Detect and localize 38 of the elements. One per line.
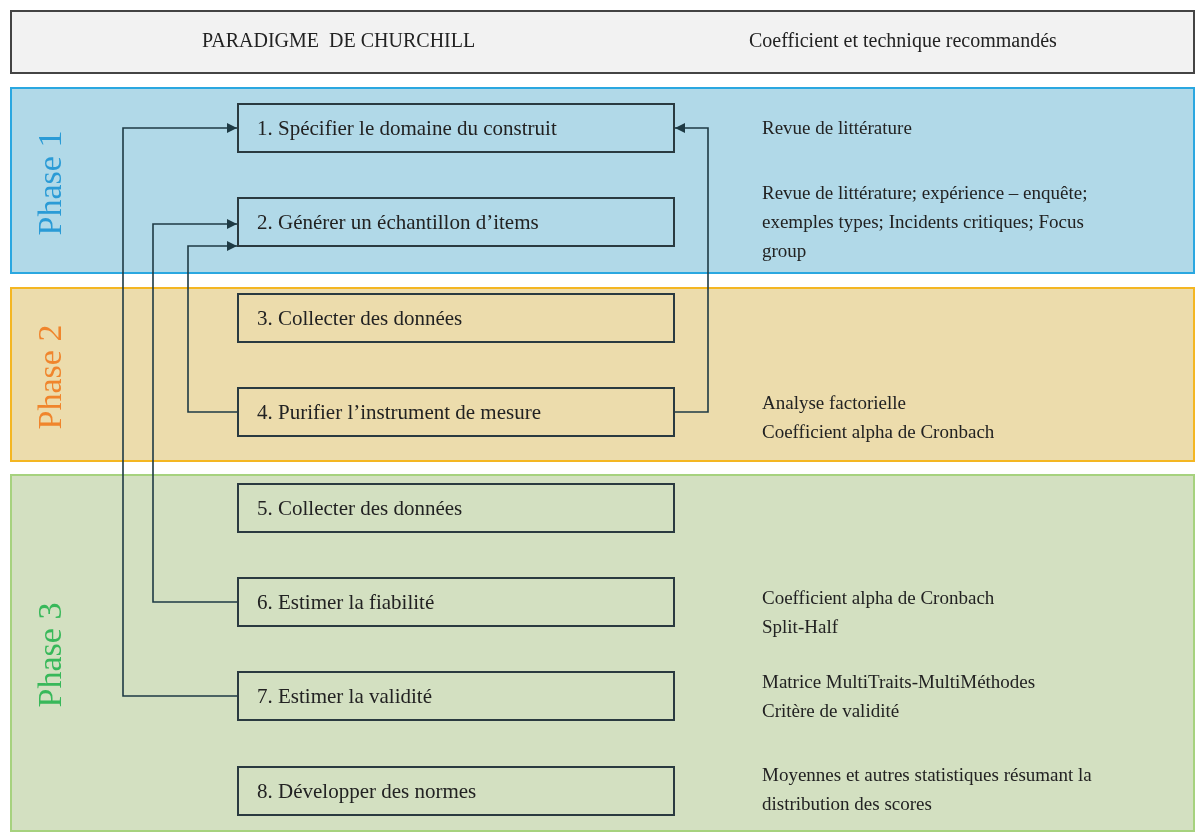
arrow	[152, 219, 238, 603]
technique-text: Coefficient alpha de Cronbach	[762, 586, 996, 610]
technique-text: Critère de validité	[762, 699, 901, 723]
step-box	[237, 577, 675, 627]
technique-text: Analyse factorielle	[762, 391, 907, 415]
step-box	[237, 293, 675, 343]
step-label: 4. Purifier l’instrument de mesure	[257, 399, 541, 425]
step-box	[237, 197, 675, 247]
phase-band	[10, 287, 1195, 462]
technique-text: Moyennes et autres statistiques résumant la distribution des scores	[762, 763, 1093, 816]
phase-band	[10, 474, 1195, 832]
phase-label: Phase 3	[31, 602, 69, 708]
phase-label: Phase 1	[31, 130, 69, 235]
step-label: 2. Générer un échantillon d’items	[257, 209, 539, 235]
phase-label: Phase 2	[31, 324, 69, 429]
step-label: 7. Estimer la validité	[257, 683, 432, 709]
arrow	[187, 241, 238, 413]
header-bar	[10, 10, 1195, 74]
step-label: 6. Estimer la fiabilité	[257, 589, 435, 615]
step-box	[237, 103, 675, 153]
step-box	[237, 387, 675, 437]
column-heading: Coefficient et technique recommandés	[749, 29, 1057, 52]
step-box	[237, 671, 675, 721]
arrow	[674, 123, 709, 413]
technique-text: Matrice MultiTraits-MultiMéthodes	[762, 670, 1037, 694]
phase-band	[10, 87, 1195, 274]
step-box	[237, 766, 675, 816]
step-label: 5. Collecter des données	[257, 495, 463, 521]
step-label: 8. Développer des normes	[257, 778, 477, 804]
step-label: 3. Collecter des données	[257, 305, 463, 331]
technique-text: Revue de littérature; expérience – enquête; exemples types; Incidents critiques; Focus group	[762, 181, 1089, 263]
technique-text: Coefficient alpha de Cronbach	[762, 420, 996, 444]
arrow	[122, 123, 238, 697]
technique-text: Split-Half	[762, 615, 839, 639]
technique-text: Revue de littérature	[762, 116, 913, 140]
step-box	[237, 483, 675, 533]
column-heading: PARADIGME DE CHURCHILL	[202, 29, 476, 52]
step-label: 1. Spécifier le domaine du construit	[257, 115, 557, 141]
